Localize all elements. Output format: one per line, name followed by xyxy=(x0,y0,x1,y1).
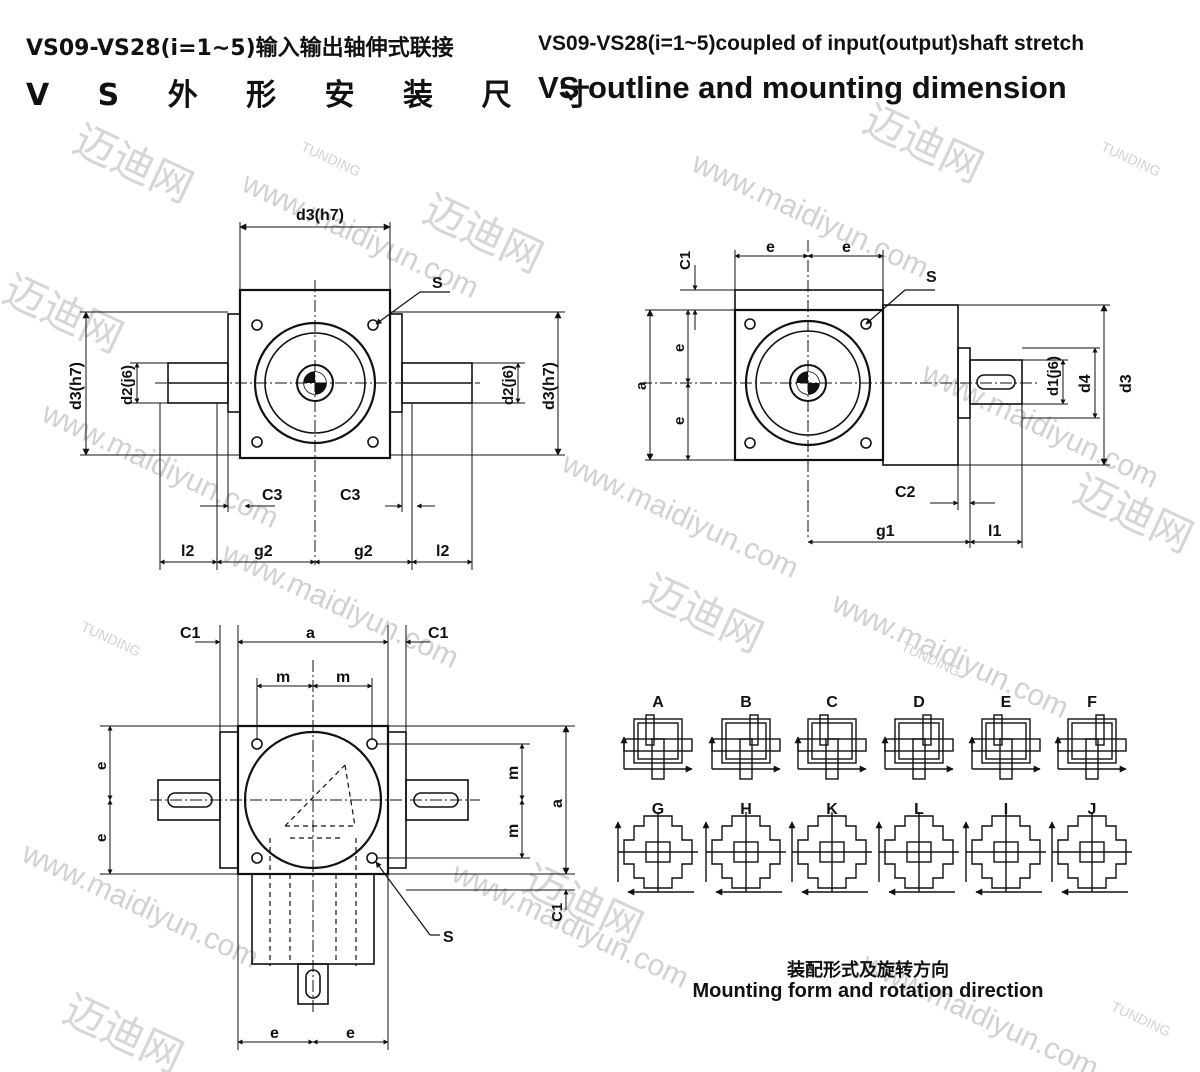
title-en: VS09-VS28(i=1~5)coupled of input(output)… xyxy=(538,32,1085,55)
mounting-form-label: J xyxy=(1088,801,1097,818)
dim-m-vert-bottom: m xyxy=(505,824,522,838)
dim-d3h7-left: d3(h7) xyxy=(68,362,85,410)
mounting-form-label: G xyxy=(652,801,664,818)
mounting-form-label: A xyxy=(652,694,664,711)
dim-e-bottom-right: e xyxy=(346,1025,355,1042)
label-s: S xyxy=(432,275,443,292)
dim-d1j6: d1(j6) xyxy=(1045,356,1062,396)
dim-g1: g1 xyxy=(876,523,895,540)
mounting-form: D xyxy=(881,694,954,780)
dim-c1-left: C1 xyxy=(180,625,201,642)
dim-e-bottom-left: e xyxy=(270,1025,279,1042)
label-s: S xyxy=(443,929,454,946)
mounting-form-label: B xyxy=(740,694,752,711)
side-view-labels: C1 e e S e a e d1(j6) d4 d3 C2 g1 l1 xyxy=(633,239,1135,540)
mounting-form-label: L xyxy=(914,801,924,818)
watermark-layer: www.maidiyun.com www.maidiyun.com www.ma… xyxy=(0,95,1200,1072)
caption-en: Mounting form and rotation direction xyxy=(692,980,1044,1002)
caption-cn: 装配形式及旋转方向 xyxy=(787,960,949,981)
subtitle-cn: V S 外 形 安 装 尺 寸 xyxy=(26,78,609,113)
front-view-labels: d3(h7) d3(h7) d3(h7) d2(j6) d2(j6) S C3 … xyxy=(68,207,558,560)
dim-m-right: m xyxy=(336,669,350,686)
dim-e-left-top: e xyxy=(93,762,110,770)
watermark-brand: 迈迪网 xyxy=(636,565,771,663)
dim-d4: d4 xyxy=(1077,374,1094,393)
mounting-form: B xyxy=(708,694,781,780)
top-view xyxy=(100,625,575,1050)
dim-l1: l1 xyxy=(988,523,1001,540)
mounting-form: E xyxy=(968,694,1041,780)
watermark-brand: 迈迪网 xyxy=(66,115,201,213)
side-view xyxy=(640,240,1110,548)
watermark-url: www.maidiyun.com xyxy=(826,586,1074,725)
dim-d3h7-right: d3(h7) xyxy=(541,362,558,410)
label-s: S xyxy=(926,269,937,286)
subtitle-en: VS outline and mounting dimension xyxy=(538,70,1067,105)
mounting-forms-row1: A B C D E F xyxy=(620,694,1127,780)
dim-m-left: m xyxy=(276,669,290,686)
dim-c3-left: C3 xyxy=(262,487,283,504)
dim-a: a xyxy=(633,381,650,390)
dim-d3: d3 xyxy=(1118,374,1135,393)
mounting-form-label: D xyxy=(913,694,925,711)
dim-a-right: a xyxy=(549,799,566,808)
dim-g2-right: g2 xyxy=(354,543,373,560)
dim-e-top-right: e xyxy=(842,239,851,256)
watermark-url: www.maidiyun.com xyxy=(16,836,264,975)
dim-c3-right: C3 xyxy=(340,487,361,504)
dim-l2-right: l2 xyxy=(436,543,449,560)
mounting-form-label: H xyxy=(740,801,752,818)
top-view-labels: C1 a C1 m m e e m m a C1 S e e xyxy=(93,625,566,1042)
watermark-brand: 迈迪网 xyxy=(0,265,131,363)
mounting-form: C xyxy=(794,694,867,780)
mounting-form: F xyxy=(1054,694,1127,780)
dim-d2j6-left: d2(j6) xyxy=(119,365,136,405)
dim-c2: C2 xyxy=(895,484,916,501)
dim-c1: C1 xyxy=(677,251,694,270)
dim-e-vert-bottom: e xyxy=(671,417,688,425)
watermark-logo: TUNDING xyxy=(1099,138,1164,179)
dim-a-top: a xyxy=(306,625,315,642)
watermark-url: www.maidiyun.com xyxy=(686,146,934,285)
watermark-brand: 迈迪网 xyxy=(56,985,191,1072)
dim-d3h7-top: d3(h7) xyxy=(296,207,344,224)
title-cn: VS09-VS28(i=1~5)输入输出轴伸式联接 xyxy=(26,36,454,61)
dim-m-vert-top: m xyxy=(505,766,522,780)
mounting-form: G xyxy=(614,801,698,896)
mounting-form-label: C xyxy=(826,694,838,711)
dim-c1-bottom: C1 xyxy=(549,903,566,922)
mounting-form: A xyxy=(620,694,693,780)
mounting-form: J xyxy=(1048,801,1132,896)
dim-c1-right: C1 xyxy=(428,625,449,642)
mounting-form-label: E xyxy=(1001,694,1012,711)
watermark-logo: TUNDING xyxy=(79,618,144,659)
mounting-form: H xyxy=(702,801,786,896)
watermark-logo: TUNDING xyxy=(1109,998,1174,1039)
watermark-url: www.maidiyun.com xyxy=(556,446,804,585)
mounting-form: I xyxy=(962,801,1046,896)
watermark-brand: 迈迪网 xyxy=(856,95,991,193)
mounting-form-label: K xyxy=(826,801,838,818)
dim-e-top-left: e xyxy=(766,239,775,256)
front-view xyxy=(80,222,565,570)
mounting-form: K xyxy=(788,801,872,896)
dim-l2-left: l2 xyxy=(181,543,194,560)
watermark-logo: TUNDING xyxy=(299,138,364,179)
dim-g2-left: g2 xyxy=(254,543,273,560)
dim-e-left-bottom: e xyxy=(93,834,110,842)
dim-d2j6-right: d2(j6) xyxy=(500,365,517,405)
mounting-form: L xyxy=(875,801,959,896)
mounting-form-label: I xyxy=(1004,801,1008,818)
mounting-form-label: F xyxy=(1087,694,1097,711)
dim-e-vert-top: e xyxy=(671,344,688,352)
